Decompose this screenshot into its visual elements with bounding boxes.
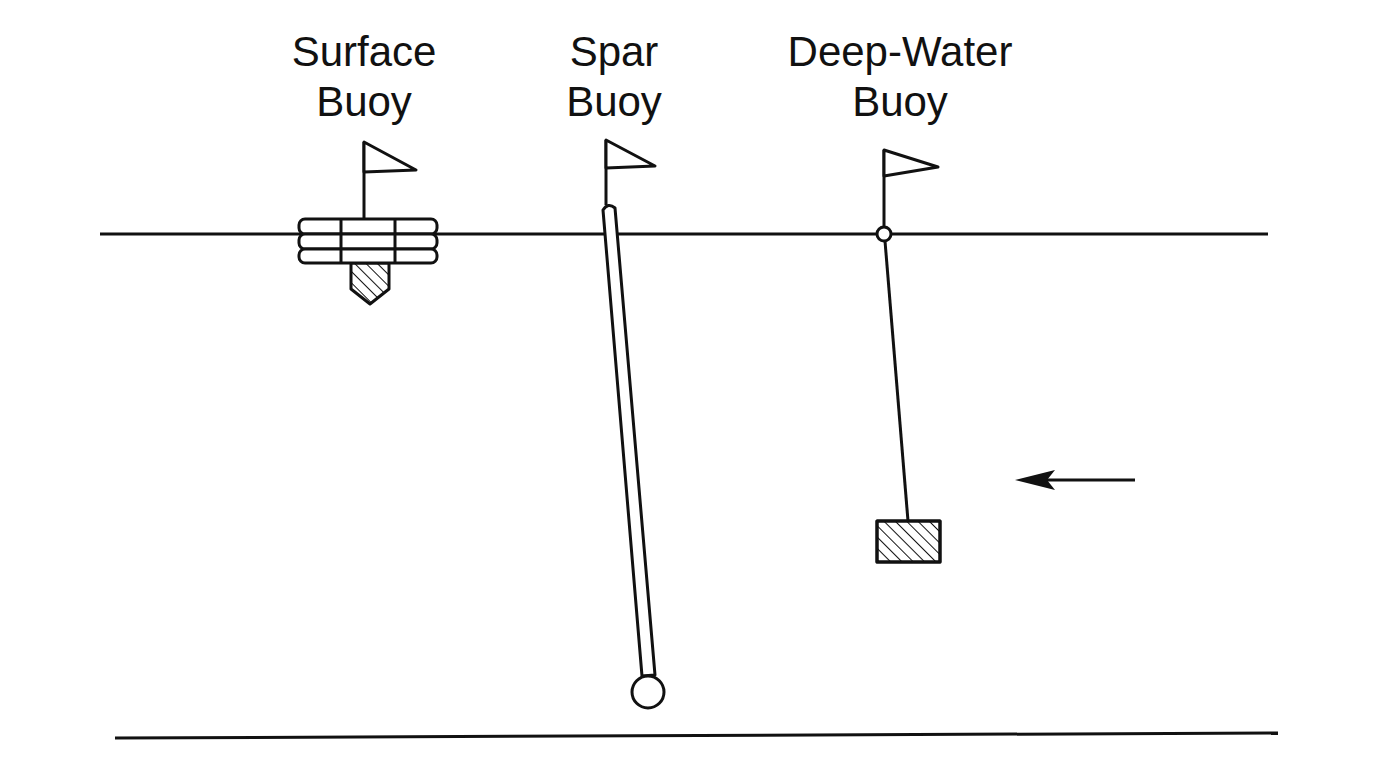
current-arrow	[1015, 470, 1135, 490]
sea-floor	[115, 733, 1278, 738]
water-line	[100, 233, 1268, 236]
surface-buoy	[299, 142, 437, 304]
buoy-label: Deep-Water Buoy	[775, 27, 1025, 127]
buoy-label: Surface Buoy	[264, 27, 464, 127]
spar-buoy	[603, 140, 664, 708]
buoy-label: Spar Buoy	[544, 27, 684, 127]
deep-water-buoy	[877, 150, 940, 562]
